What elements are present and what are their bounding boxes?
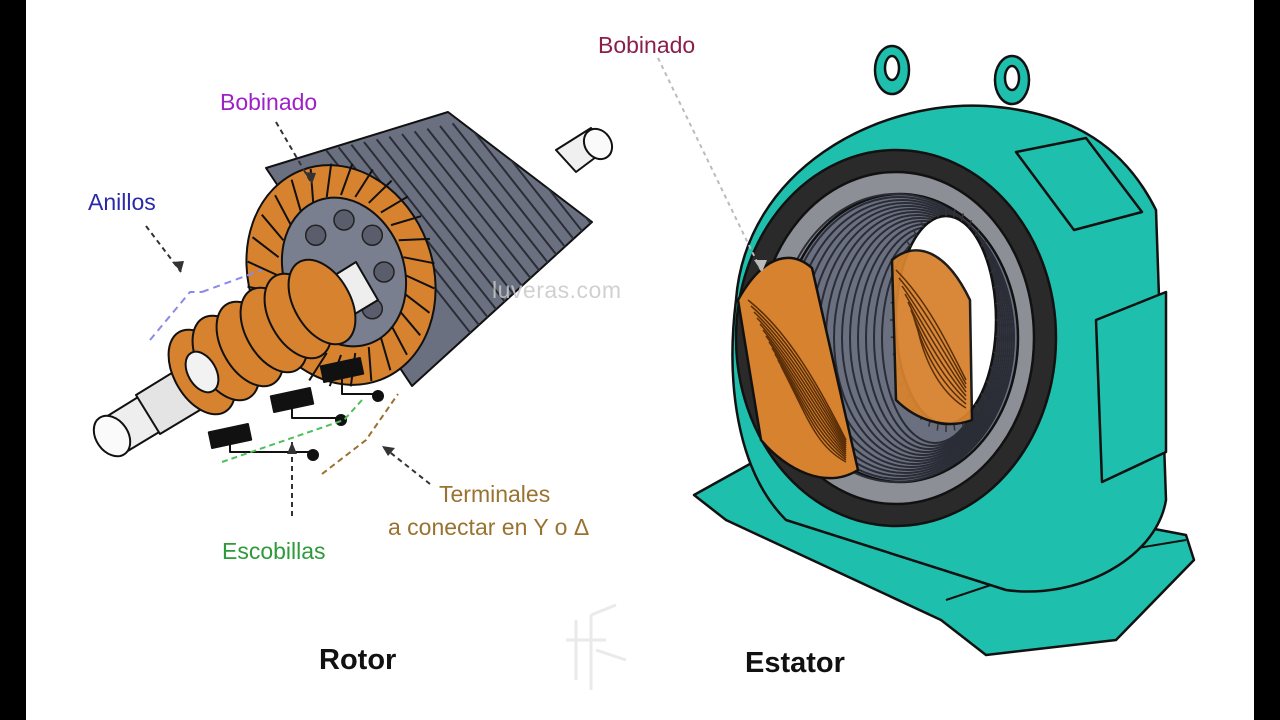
stator-tooth — [974, 229, 980, 237]
slip-rings — [167, 258, 357, 416]
stator-tooth — [919, 219, 925, 228]
stator-copper-wire — [771, 347, 847, 457]
motor-illustration — [92, 44, 1196, 690]
rotor-winding-coil — [251, 236, 280, 258]
stator-copper-wire — [907, 301, 967, 397]
terminal-leads — [229, 376, 376, 453]
stator-tooth — [985, 253, 992, 260]
brushes — [207, 357, 365, 449]
rotor-winding-coil — [390, 324, 408, 356]
stator-side-panel — [1094, 290, 1168, 484]
stator-copper-wire — [916, 325, 967, 409]
rotor-winding-coil — [379, 337, 392, 371]
rotor-winding-coil — [404, 274, 435, 290]
rotor-drawing — [92, 111, 614, 461]
stator-tooth — [980, 393, 987, 400]
rotor-title: Rotor — [319, 644, 397, 676]
escobillas-bracket — [221, 399, 363, 463]
stator-copper-wire — [750, 305, 847, 443]
logo-watermark — [566, 603, 627, 690]
rotor-winding-coil — [367, 347, 373, 382]
stator-tooth — [990, 268, 997, 274]
terminal-dots — [307, 390, 384, 461]
diagram-canvas: Bobinado Anillos Escobillas Terminales a… — [26, 0, 1254, 720]
stator-tooth — [995, 335, 1002, 339]
stator-tooth — [936, 209, 939, 218]
stator-tooth — [980, 240, 987, 247]
escobillas-label: Escobillas — [222, 538, 326, 564]
stator-copper-wire — [768, 341, 847, 455]
anillos-label: Anillos — [88, 189, 156, 215]
stator-tooth — [967, 219, 973, 228]
stator-tooth — [995, 301, 1002, 305]
leader-arrowheads — [172, 172, 395, 456]
rotor-winding-coil — [398, 237, 431, 242]
terminales-label-line2: a conectar en Y o Δ — [388, 514, 590, 540]
rotor-winding-coil — [402, 292, 431, 314]
stator-drawing — [692, 44, 1196, 657]
rotor-vent-hole — [373, 261, 395, 283]
stator-copper-wire — [762, 329, 847, 451]
rotor-winding-coil — [368, 179, 393, 204]
rotor-winding-coil — [397, 309, 421, 336]
stator-tooth — [936, 422, 939, 431]
rotor-winding-coil — [390, 215, 422, 227]
rotor-shaft-right — [555, 127, 614, 173]
stator-tooth — [905, 240, 912, 247]
stator-copper-wire — [756, 317, 847, 447]
rotor-winding-coil — [325, 163, 333, 198]
stator-tooth — [993, 284, 1000, 289]
rotor-winding-coil — [308, 352, 328, 381]
stator-copper-wire — [901, 285, 967, 389]
terminales-bracket — [321, 393, 399, 475]
estator-title: Estator — [745, 647, 845, 679]
rotor-vent-hole — [333, 209, 355, 231]
stator-copper-wire — [765, 335, 847, 453]
stator-tooth — [990, 366, 997, 372]
stator-copper-wire — [780, 365, 847, 463]
rotor-winding-coil — [403, 256, 435, 265]
rotor-winding-coil — [247, 260, 278, 276]
stator-copper-wire — [895, 269, 967, 381]
stator-copper-wire — [774, 353, 847, 459]
stator-tooth — [974, 403, 980, 411]
rotor-vent-hole — [304, 224, 327, 246]
stator-copper-wire — [747, 299, 847, 441]
stator-tooth — [985, 380, 992, 387]
stator-copper-wire — [759, 323, 847, 449]
stator-tooth — [912, 229, 918, 237]
slip-ring — [287, 258, 357, 346]
terminales-label-line1: Terminales — [439, 481, 551, 507]
stator-tooth — [953, 209, 956, 218]
stator-copper-wire — [753, 311, 847, 445]
stator-bobinado-label: Bobinado — [598, 32, 696, 58]
rotor-winding-coil — [290, 179, 303, 213]
rotor-core-slot — [375, 138, 528, 330]
stator-tooth — [960, 213, 965, 222]
rotor-winding-coil — [354, 169, 374, 198]
rotor-winding-coil — [261, 214, 285, 241]
stator-copper-wire — [898, 277, 967, 385]
stator-top-plate — [1014, 136, 1144, 232]
stator-copper-wire — [904, 293, 967, 393]
stator-tooth — [993, 351, 1000, 356]
stator-lamination — [841, 217, 999, 459]
stator-bobinado-arrowhead — [754, 260, 767, 272]
rotor-core-slot — [363, 141, 515, 333]
rotor-winding-coil — [274, 194, 292, 226]
slip-ring-bore — [184, 350, 220, 394]
rotor-vent-hole — [361, 224, 384, 246]
terminales-leader — [381, 445, 431, 485]
anillos-bracket — [149, 269, 263, 341]
stator-tooth — [927, 213, 932, 222]
stator-bobinado-leader — [657, 57, 763, 273]
rotor-winding-coil — [340, 163, 354, 196]
rotor-winding-coil — [380, 195, 409, 214]
site-watermark: luveras.com — [492, 277, 622, 303]
rotor-bobinado-leader — [275, 121, 313, 185]
rotor-bobinado-label: Bobinado — [220, 89, 318, 115]
